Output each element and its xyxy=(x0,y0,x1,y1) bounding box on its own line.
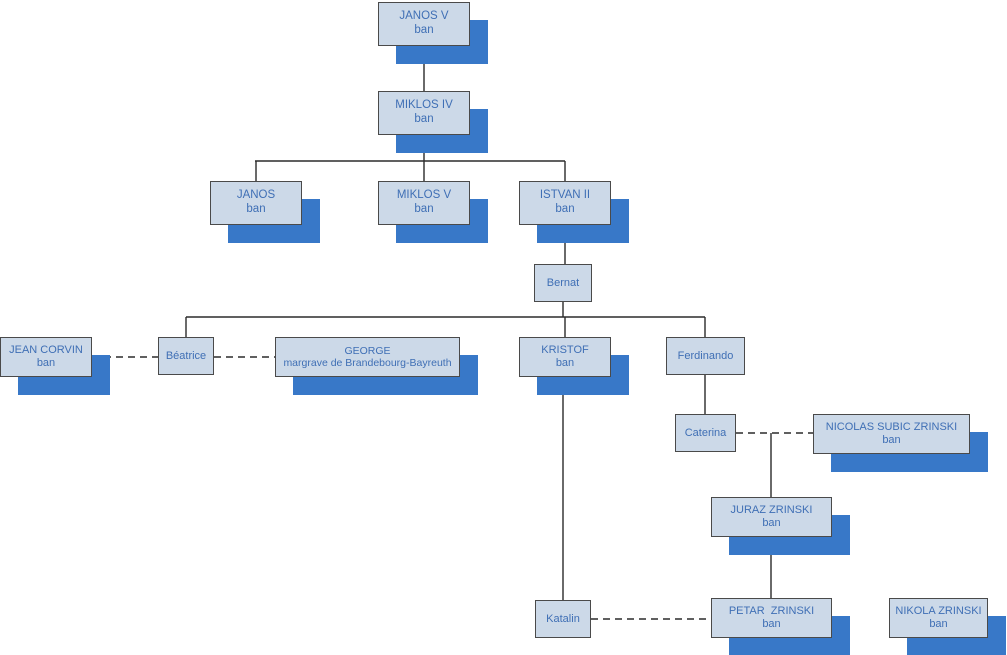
person-name-beatrice: Béatrice xyxy=(165,349,207,362)
person-title-janos: ban xyxy=(246,203,266,215)
person-name-jean_corvin: JEAN CORVIN xyxy=(9,344,83,357)
person-name-janos_v: JANOS V xyxy=(399,10,449,23)
person-title-jean_corvin: ban xyxy=(36,357,56,369)
person-node-ferdinando[interactable]: Ferdinando xyxy=(666,337,745,375)
person-name-caterina: Caterina xyxy=(684,426,727,439)
person-name-george: GEORGE xyxy=(344,344,391,357)
person-title-kristof: ban xyxy=(555,357,575,369)
person-title-petar_zrinski: ban xyxy=(762,618,781,630)
person-name-miklos_v: MIKLOS V xyxy=(396,189,452,202)
person-title-janos_v: ban xyxy=(414,24,434,36)
person-title-miklos_iv: ban xyxy=(414,113,434,125)
person-name-bernat: Bernat xyxy=(546,276,580,289)
person-name-petar_zrinski: PETAR ZRINSKI xyxy=(728,605,815,618)
person-title-george: margrave de Brandebourg-Bayreuth xyxy=(283,357,452,369)
person-name-juraz_zrinski: JURAZ ZRINSKI xyxy=(730,504,813,517)
person-name-kristof: KRISTOF xyxy=(541,344,589,357)
person-name-janos: JANOS xyxy=(236,189,276,202)
person-title-juraz_zrinski: ban xyxy=(762,517,781,529)
person-node-caterina[interactable]: Caterina xyxy=(675,414,736,452)
person-node-beatrice[interactable]: Béatrice xyxy=(158,337,214,375)
person-name-ferdinando: Ferdinando xyxy=(677,349,734,362)
person-title-miklos_v: ban xyxy=(414,203,434,215)
person-title-istvan_ii: ban xyxy=(555,203,575,215)
person-node-katalin[interactable]: Katalin xyxy=(535,600,591,638)
person-name-katalin: Katalin xyxy=(546,612,580,625)
person-node-bernat[interactable]: Bernat xyxy=(534,264,592,302)
person-name-istvan_ii: ISTVAN II xyxy=(539,189,591,202)
person-title-nicolas_subic: ban xyxy=(882,434,901,446)
person-name-miklos_iv: MIKLOS IV xyxy=(395,99,453,112)
person-title-nikola_zrinski: ban xyxy=(929,618,948,630)
person-name-nikola_zrinski: NIKOLA ZRINSKI xyxy=(895,605,982,618)
person-name-nicolas_subic: NICOLAS SUBIC ZRINSKI xyxy=(825,421,958,434)
